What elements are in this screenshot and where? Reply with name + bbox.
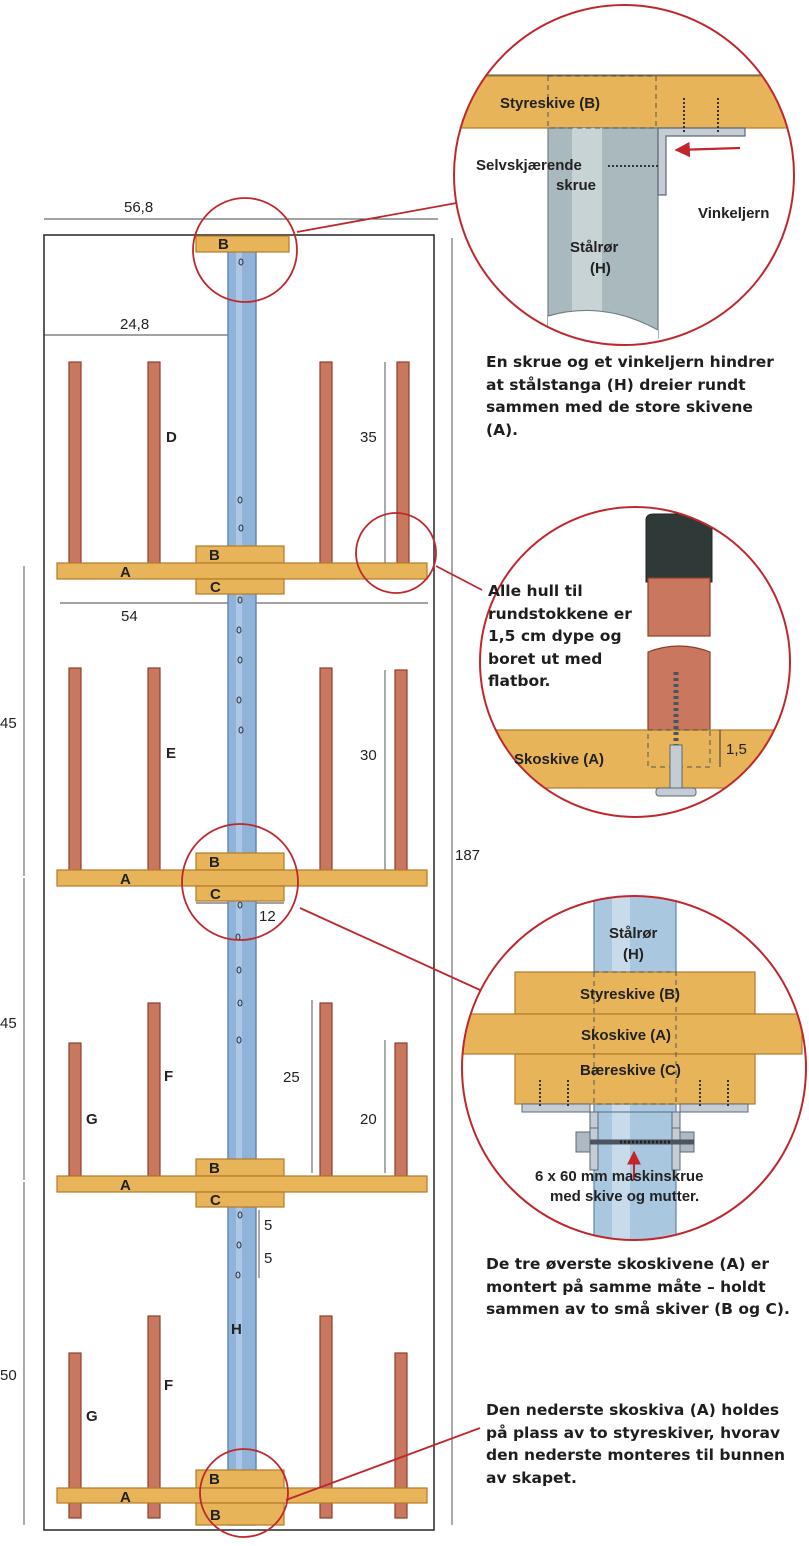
label-dowel-g1: G (86, 1111, 98, 1128)
label-dowel-g2: G (86, 1408, 98, 1425)
detail-low-pipe-label-2: (H) (623, 946, 644, 963)
detail-top-plate-label: Styreskive (B) (500, 95, 600, 112)
board-b-bottom (195, 1502, 285, 1526)
dim-dowel-g: 20 (360, 1111, 377, 1128)
dowel (319, 667, 333, 872)
dim-top-width: 56,8 (124, 199, 153, 216)
detail-mid-board-label: Skoskive (A) (514, 751, 604, 768)
dim-dowel-f: 25 (283, 1069, 300, 1086)
caption-screw-bracket: En skrue og et vinkeljern hindrer at stå… (486, 353, 774, 439)
board-a (56, 562, 428, 580)
detail-top-screw-label-2: skrue (556, 177, 596, 194)
label-shelf1-c: C (210, 579, 221, 596)
caption-upper-shelves: De tre øverste skoskivene (A) er montert… (486, 1255, 790, 1318)
dowel (394, 1042, 408, 1177)
dowel (319, 361, 333, 566)
detail-top-screw-label-1: Selvskjærende (476, 157, 582, 174)
dowel (319, 1002, 333, 1177)
dim-plate-width: 12 (259, 908, 276, 925)
dim-hole-spacing-1: 5 (264, 1217, 272, 1234)
label-top-b: B (218, 236, 229, 253)
detail-mid: Skoskive (A) 1,5 (479, 506, 791, 818)
detail-low-bolt-label-1: 6 x 60 mm maskinskrue (535, 1168, 703, 1185)
dim-shelf-width: 54 (121, 608, 138, 625)
dowel (68, 1352, 82, 1519)
label-shelf2-c: C (210, 886, 221, 903)
dimension-texts: 56,8 24,8 54 12 187 45 45 50 35 30 25 20… (0, 199, 480, 1384)
caption-bottom-shelf: Den nederste skoskiva (A) holdes på plas… (486, 1401, 786, 1487)
boards (56, 235, 428, 1526)
detail-low-carrier-label: Bæreskive (C) (580, 1062, 681, 1079)
dowel (396, 361, 410, 566)
dowel (147, 1315, 161, 1519)
detail-top-bracket-label: Vinkeljern (698, 205, 769, 222)
detail-low-shelf-label: Skoskive (A) (581, 1027, 671, 1044)
dowel (147, 1002, 161, 1177)
board-c (195, 885, 285, 902)
board-labels: B B A C B A C B A C B A B D E F G F G H (86, 236, 242, 1524)
detail-low-bolt-label-2: med skive og mutter. (550, 1188, 699, 1205)
label-dowel-e: E (166, 745, 176, 762)
board-c (195, 578, 285, 595)
board-b-top (195, 235, 290, 253)
label-dowel-f2: F (164, 1377, 173, 1394)
dowel (68, 667, 82, 872)
label-dowel-d: D (166, 429, 177, 446)
label-bottom-b-top: B (209, 1471, 220, 1488)
detail-low: Stålrør (H) Styreskive (B) Skoskive (A) … (461, 895, 807, 1241)
dim-gap-upper: 45 (0, 715, 17, 732)
detail-low-guide-label: Styreskive (B) (580, 986, 680, 1003)
board-c (195, 1191, 285, 1208)
label-shelf3-c: C (210, 1192, 221, 1209)
dowels (68, 361, 410, 1519)
label-shelf1-a: A (120, 564, 131, 581)
dowel (319, 1315, 333, 1519)
dim-total-height: 187 (455, 847, 480, 864)
callout-markers (181, 197, 483, 1538)
board-a (56, 869, 428, 887)
detail-mid-depth: 1,5 (726, 741, 747, 758)
label-shelf3-a: A (120, 1177, 131, 1194)
detail-top-pipe-label-2: (H) (590, 260, 611, 277)
detail-top: Styreskive (B) Selvskjærende skrue Stålr… (453, 4, 795, 346)
label-shelf3-b: B (209, 1160, 220, 1177)
detail-low-pipe-label-1: Stålrør (609, 925, 658, 942)
dowel (68, 361, 82, 566)
detail-top-pipe-label-1: Stålrør (570, 239, 619, 256)
dowel (394, 669, 408, 872)
label-bottom-a: A (120, 1489, 131, 1506)
dowel (147, 361, 161, 566)
dim-dowel-e: 30 (360, 747, 377, 764)
dowel (394, 1352, 408, 1519)
dim-gap-lower: 50 (0, 1367, 17, 1384)
dowel (68, 1042, 82, 1177)
dowel (147, 667, 161, 872)
label-shelf1-b: B (209, 547, 220, 564)
label-shelf2-a: A (120, 871, 131, 888)
dim-hole-spacing-2: 5 (264, 1250, 272, 1267)
board-a (56, 1487, 428, 1504)
dim-half-width: 24,8 (120, 316, 149, 333)
board-a (56, 1175, 428, 1193)
caption-dowel-holes: Alle hull til rundstokkene er 1,5 cm dyp… (488, 582, 632, 690)
dim-gap-middle: 45 (0, 1015, 17, 1032)
cabinet-frame (43, 234, 435, 1531)
dim-dowel-d: 35 (360, 429, 377, 446)
label-bottom-b: B (210, 1507, 221, 1524)
label-dowel-f1: F (164, 1068, 173, 1085)
label-shelf2-b: B (209, 854, 220, 871)
label-pipe-h: H (231, 1321, 242, 1338)
